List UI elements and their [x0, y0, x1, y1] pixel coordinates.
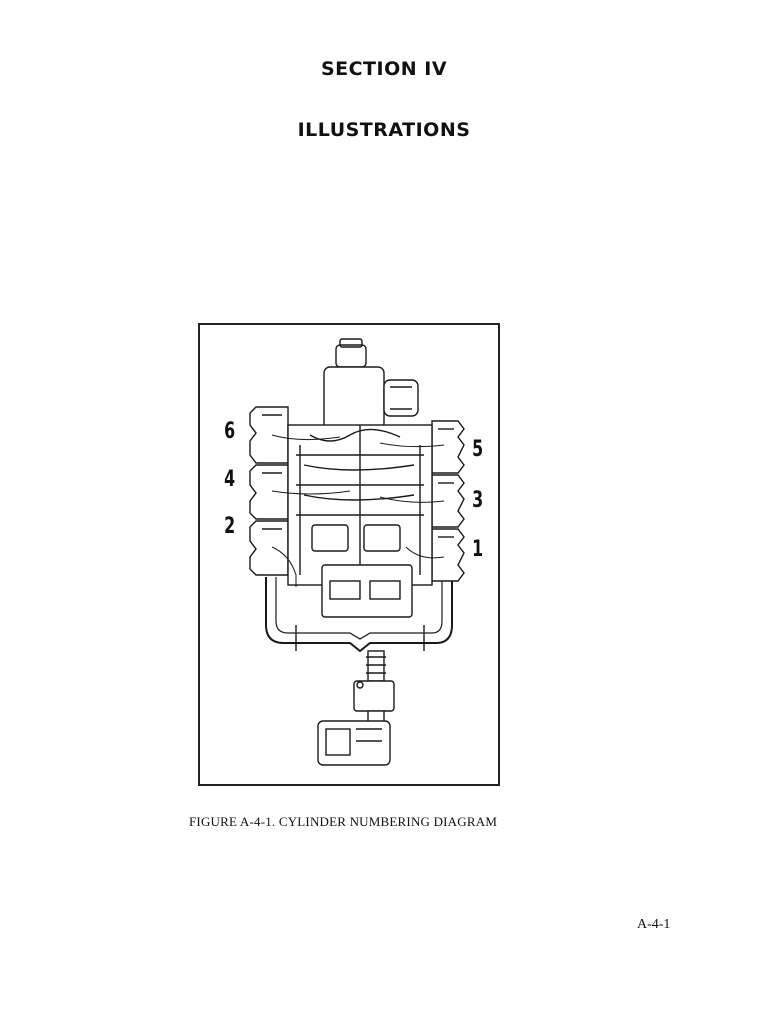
page-number: A-4-1 [637, 917, 671, 932]
top-accessory [335, 344, 367, 368]
cylinder-label-4: 4 [224, 467, 236, 492]
engine-diagram [249, 338, 465, 766]
cylinder-label-6: 6 [224, 419, 236, 444]
fuel-control-unit [317, 720, 391, 766]
cylinder-numbering-figure: 6 4 2 5 3 1 [198, 323, 500, 786]
section-title: SECTION IV [320, 58, 448, 80]
section-subtitle: ILLUSTRATIONS [297, 119, 471, 141]
left-cylinder-bank [249, 406, 289, 576]
cylinder-label-5: 5 [472, 437, 484, 462]
side-accessory [383, 379, 419, 417]
induction-manifold [265, 577, 453, 653]
cylinder-label-1: 1 [472, 537, 484, 562]
cylinder-label-2: 2 [224, 514, 236, 539]
right-cylinder-bank [431, 420, 465, 582]
intake-riser [367, 650, 385, 682]
sump [321, 564, 413, 618]
magneto-housing [323, 366, 385, 430]
figure-caption: FIGURE A-4-1. CYLINDER NUMBERING DIAGRAM [189, 814, 498, 829]
cylinder-label-3: 3 [472, 488, 484, 513]
